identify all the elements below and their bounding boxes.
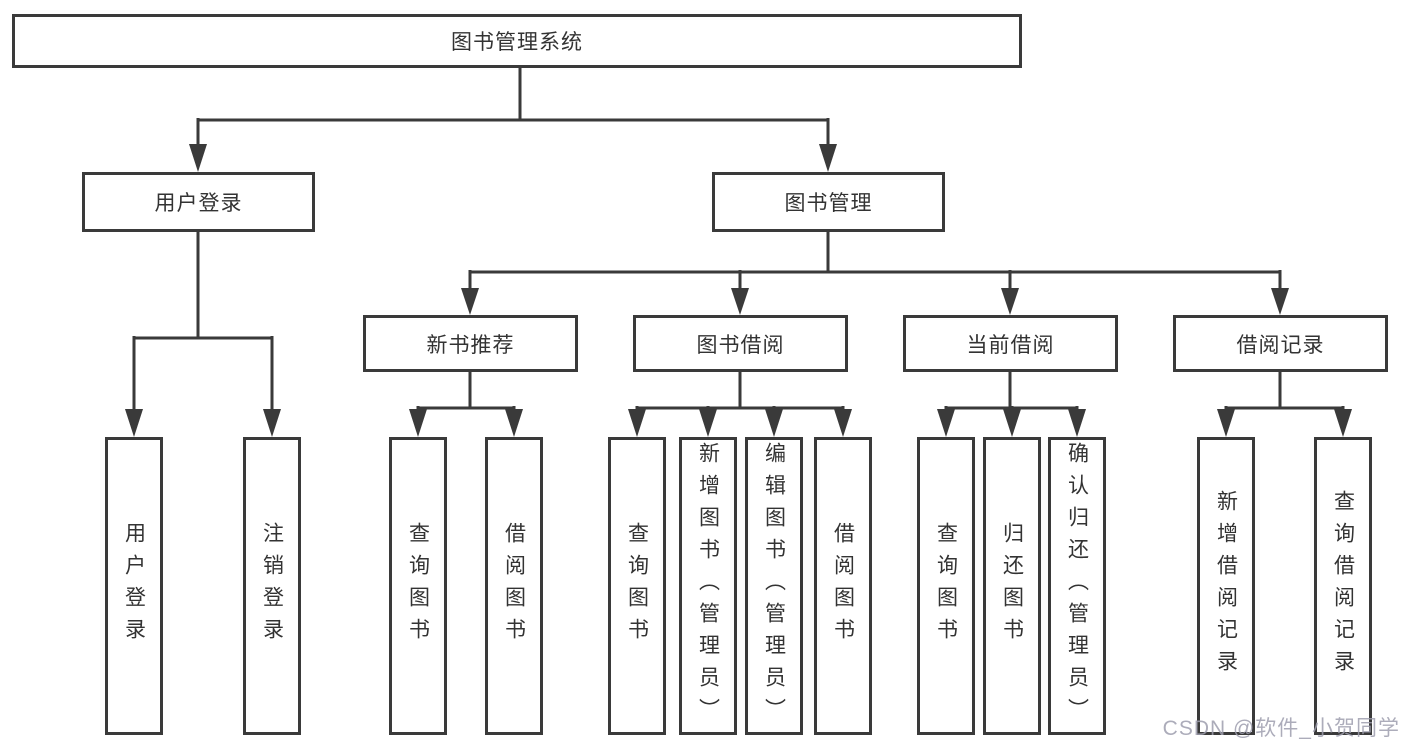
node-user-login: 用户登录: [82, 172, 315, 232]
leaf-label: 查询图书: [625, 522, 649, 650]
connector-recommend-to-leaves: [409, 372, 523, 437]
node-current-borrow: 当前借阅: [903, 315, 1118, 372]
leaf-add-borrow-record: 新增借阅记录: [1197, 437, 1255, 735]
connector-borrow-to-leaves: [628, 372, 852, 437]
leaf-return-books: 归还图书: [983, 437, 1041, 735]
leaf-label: 用户登录: [122, 522, 146, 650]
connector-current-to-leaves: [937, 372, 1086, 437]
leaf-label: 注销登录: [260, 522, 284, 650]
leaf-edit-books-admin: 编辑图书（管理员）: [745, 437, 803, 735]
leaf-label: 查询借阅记录: [1331, 490, 1355, 682]
leaf-confirm-return-admin: 确认归还（管理员）: [1048, 437, 1106, 735]
node-label: 借阅记录: [1236, 333, 1325, 357]
leaf-borrow-books-recommend: 借阅图书: [485, 437, 543, 735]
connector-login-to-leaves: [125, 232, 281, 437]
leaf-label: 新增图书（管理员）: [696, 442, 720, 730]
node-new-book-recommend: 新书推荐: [363, 315, 578, 372]
node-book-borrow: 图书借阅: [633, 315, 848, 372]
node-book-management: 图书管理: [712, 172, 945, 232]
connector-management-to-level2: [461, 232, 1289, 315]
leaf-query-borrow-record: 查询借阅记录: [1314, 437, 1372, 735]
leaf-label: 查询图书: [406, 522, 430, 650]
node-label: 当前借阅: [966, 333, 1055, 357]
node-library-management-system: 图书管理系统: [12, 14, 1022, 68]
node-label: 用户登录: [154, 192, 243, 215]
leaf-label: 编辑图书（管理员）: [762, 442, 786, 730]
leaf-label: 查询图书: [934, 522, 958, 650]
connector-root-to-level1: [189, 68, 837, 172]
leaf-logout: 注销登录: [243, 437, 301, 735]
leaf-label: 确认归还（管理员）: [1065, 442, 1089, 730]
leaf-label: 借阅图书: [502, 522, 526, 650]
node-label: 图书管理系统: [451, 31, 583, 54]
leaf-label: 新增借阅记录: [1214, 490, 1238, 682]
connector-records-to-leaves: [1217, 372, 1352, 437]
csdn-watermark: CSDN @软件_小贺同学: [1162, 717, 1400, 740]
node-label: 图书借阅: [696, 333, 785, 357]
leaf-query-books-current: 查询图书: [917, 437, 975, 735]
leaf-borrow-books: 借阅图书: [814, 437, 872, 735]
leaf-label: 归还图书: [1000, 522, 1024, 650]
node-borrow-records: 借阅记录: [1173, 315, 1388, 372]
leaf-user-login: 用户登录: [105, 437, 163, 735]
leaf-add-books-admin: 新增图书（管理员）: [679, 437, 737, 735]
node-label: 新书推荐: [426, 333, 515, 357]
leaf-query-books-recommend: 查询图书: [389, 437, 447, 735]
node-label: 图书管理: [784, 192, 873, 215]
leaf-query-books-borrow: 查询图书: [608, 437, 666, 735]
leaf-label: 借阅图书: [831, 522, 855, 650]
